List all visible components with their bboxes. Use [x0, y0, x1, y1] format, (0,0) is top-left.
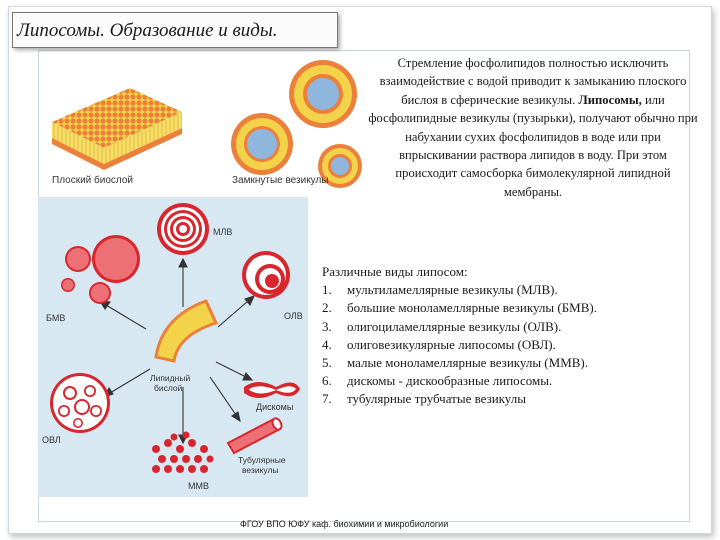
discome [244, 382, 300, 398]
bmv-label: БМВ [46, 313, 65, 323]
footer-credit: ФГОУ ВПО ЮФУ каф. биохимии и микробиолог… [240, 519, 449, 529]
mmv-label: ММВ [188, 481, 209, 491]
bilayer-figure: Плоский биослой Замкнутые везикулы [40, 52, 362, 192]
liposome-types-list: Различные виды липосом: 1.мультиламелляр… [322, 263, 702, 409]
closed-vesicle-small [231, 113, 293, 175]
bilayer-label-1: Липидный [150, 373, 190, 383]
mlv-vesicle [157, 203, 209, 255]
bilayer-label-2: бислой [154, 383, 183, 393]
types-heading: Различные виды липосом: [322, 264, 468, 279]
tubular-vesicle [226, 417, 283, 455]
liposome-types-figure: МЛВ БМВ ОЛВ Липидный бислой ОВЛ [38, 197, 308, 497]
slide-title: Липосомы. Образование и виды. [12, 12, 338, 48]
olv-label: ОЛВ [284, 311, 303, 321]
list-item: 6.дискомы - дискообразные липосомы. [322, 373, 553, 389]
list-item: 3.олигоциламеллярные везикулы (ОЛВ). [322, 318, 562, 334]
mlv-label: МЛВ [213, 227, 232, 237]
intro-liposomes-term: Липосомы, [578, 92, 642, 107]
list-item: 2.большие моноламеллярные везикулы (БМВ)… [322, 300, 597, 316]
discomes-label: Дискомы [256, 402, 293, 412]
ovl-label: ОВЛ [42, 435, 61, 445]
tubular-label-2: везикулы [242, 465, 279, 475]
flat-bilayer-label: Плоский биослой [52, 174, 133, 186]
list-item: 4.олиговезикулярные липосомы (ОВЛ). [322, 336, 556, 352]
list-item: 5.малые моноламеллярные везикулы (ММВ). [322, 355, 589, 371]
mmv-vesicles [152, 431, 214, 473]
intro-text: Стремление фосфолипидов полностью исключ… [368, 54, 698, 201]
olv-vesicle [242, 251, 290, 299]
bmv-vesicles [61, 235, 140, 304]
list-item: 7.тубулярные трубчатые везикулы [322, 391, 526, 407]
closed-vesicle-large [289, 60, 357, 128]
closed-vesicles-label: Замкнутые везикулы [232, 175, 328, 186]
central-bilayer [154, 299, 219, 363]
list-item: 1.мультиламеллярные везикулы (МЛВ). [322, 282, 558, 298]
flat-bilayer [52, 88, 182, 170]
ovl-vesicle [50, 373, 110, 433]
closed-vesicle-bottom [318, 144, 362, 188]
intro-paragraph-1: Стремление фосфолипидов полностью исключ… [379, 56, 687, 107]
tubular-label-1: Тубулярные [238, 455, 286, 465]
intro-paragraph-2: или фосфолипидные везикулы (пузырьки), п… [368, 92, 698, 199]
